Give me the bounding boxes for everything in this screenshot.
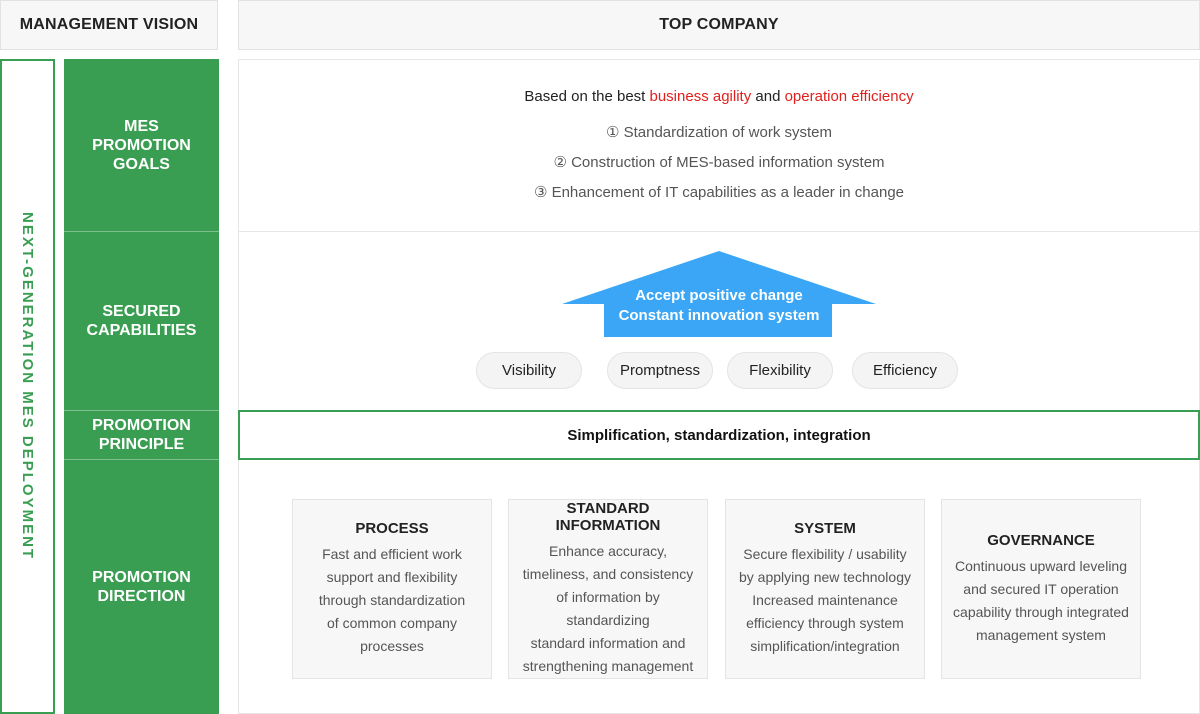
direction-card-system: SYSTEM Secure flexibility / usability by… <box>725 499 925 679</box>
arrow-label: Accept positive change Constant innovati… <box>560 286 878 326</box>
card-title: GOVERNANCE <box>987 531 1095 549</box>
card-title: PROCESS <box>355 520 429 537</box>
direction-card-governance: GOVERNANCE Continuous upward leveling an… <box>941 499 1141 679</box>
card-body: Enhance accuracy, timeliness, and consis… <box>522 543 694 674</box>
card-body: Continuous upward leveling and secured I… <box>953 557 1129 643</box>
row-label-direction: PROMOTION DIRECTION <box>92 569 191 605</box>
next-generation-mes-deployment-label: NEXT-GENERATION MES DEPLOYMENT <box>0 59 55 714</box>
side-label-text: NEXT-GENERATION MES DEPLOYMENT <box>19 212 36 561</box>
goals-intro-prefix: Based on the best <box>524 88 650 105</box>
card-body: Fast and efficient work support and flex… <box>318 546 466 654</box>
goal-item: ② Construction of MES-based information … <box>553 154 885 171</box>
arrow-shape <box>562 251 876 337</box>
top-company-header: TOP COMPANY <box>238 0 1200 50</box>
capability-visibility: Visibility <box>476 352 582 389</box>
up-arrow-icon <box>562 251 876 337</box>
card-body: Secure flexibility / usability by applyi… <box>738 546 911 654</box>
promotion-principle-box: Simplification, standardization, integra… <box>238 410 1200 460</box>
row-divider <box>64 459 219 460</box>
goals-intro: Based on the best business agility and o… <box>238 88 1200 105</box>
row-label-goals: MES PROMOTION GOALS <box>92 117 191 173</box>
section-divider <box>238 231 1200 232</box>
category-column: MES PROMOTION GOALS SECURED CAPABILITIES… <box>64 59 219 714</box>
goal-item: ③ Enhancement of IT capabilities as a le… <box>533 184 905 201</box>
highlight-business-agility: business agility <box>649 88 752 105</box>
arrow-line-2: Constant innovation system <box>618 307 820 324</box>
goals-intro-middle: and <box>751 88 785 105</box>
row-label-principle: PROMOTION PRINCIPLE <box>92 417 191 453</box>
capability-promptness: Promptness <box>607 352 713 389</box>
direction-card-standard-information: STANDARD INFORMATION Enhance accuracy, t… <box>508 499 708 679</box>
card-title: STANDARD INFORMATION <box>555 500 661 534</box>
capability-efficiency: Efficiency <box>852 352 958 389</box>
goal-item: ① Standardization of work system <box>605 124 833 141</box>
management-vision-header: MANAGEMENT VISION <box>0 0 218 50</box>
capability-flexibility: Flexibility <box>727 352 833 389</box>
row-divider <box>64 410 219 411</box>
card-title: SYSTEM <box>794 520 856 537</box>
highlight-operation-efficiency: operation efficiency <box>784 88 914 105</box>
row-label-capabilities: SECURED CAPABILITIES <box>86 303 197 339</box>
row-divider <box>64 231 219 232</box>
direction-card-process: PROCESS Fast and efficient work support … <box>292 499 492 679</box>
arrow-line-1: Accept positive change <box>635 287 803 304</box>
